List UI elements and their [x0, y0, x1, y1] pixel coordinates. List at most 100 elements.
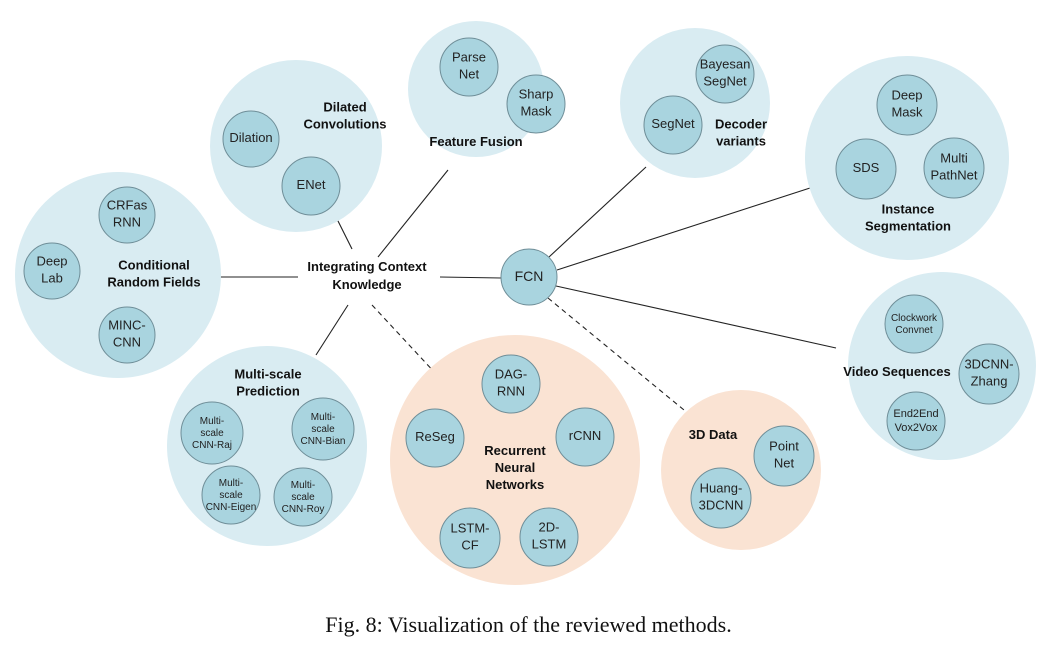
method-node-circle [695, 44, 755, 104]
method-node-circle [281, 156, 341, 216]
edge-fcn-decoder [548, 166, 647, 258]
method-node: Huang-3DCNN [690, 467, 752, 529]
edge-fcn-video [555, 285, 837, 349]
method-node-label: SegNet [651, 116, 695, 131]
method-node-circle [519, 507, 579, 567]
method-node-label: Dilation [229, 130, 272, 145]
figure-caption: Fig. 8: Visualization of the reviewed me… [325, 612, 732, 637]
group-title-fusion: Feature Fusion [429, 134, 522, 149]
method-node-circle [98, 306, 156, 364]
method-node-circle [23, 242, 81, 300]
method-node-label: LSTM-CF [451, 521, 490, 553]
method-node-label: SDS [853, 160, 880, 175]
method-node: MINC-CNN [98, 306, 156, 364]
method-node-circle [923, 137, 985, 199]
method-node-circle [439, 37, 499, 97]
edge-integrating-rnn [371, 304, 438, 376]
method-node-circle [201, 465, 261, 525]
method-node-label: ENet [297, 177, 326, 192]
method-node: LSTM-CF [439, 507, 501, 569]
method-node-circle [506, 74, 566, 134]
method-node-circle [690, 467, 752, 529]
fcn-circle [500, 248, 558, 306]
method-node-label: DAG-RNN [495, 367, 528, 399]
group-circle-crf [15, 172, 221, 378]
method-node-label: MINC-CNN [108, 318, 146, 350]
method-node-circle [876, 74, 938, 136]
method-node-circle [643, 95, 703, 155]
method-node-circle [291, 397, 355, 461]
edge-integrating-fcn [439, 276, 502, 279]
group-circle-instance [805, 56, 1009, 260]
method-node-circle [405, 408, 465, 468]
method-node: ReSeg [405, 408, 465, 468]
method-node: rCNN [555, 407, 615, 467]
method-node-circle [481, 354, 541, 414]
method-node: 3DCNN-Zhang [958, 343, 1020, 405]
method-node-circle [835, 138, 897, 200]
method-node-circle [439, 507, 501, 569]
method-node-label: rCNN [569, 428, 602, 443]
hub-fcn: FCN [500, 248, 558, 306]
method-node-circle [958, 343, 1020, 405]
method-node-circle [753, 425, 815, 487]
method-node-label: ReSeg [415, 429, 455, 444]
method-node-circle [180, 401, 244, 465]
method-node-circle [222, 110, 280, 168]
method-node: ENet [281, 156, 341, 216]
method-node-label: 2D-LSTM [532, 520, 567, 552]
method-node-circle [884, 294, 944, 354]
edge-integrating-fusion [377, 169, 449, 258]
edge-integrating-multiscale [315, 304, 349, 356]
method-node-label: 3DCNN-Zhang [964, 357, 1013, 389]
edge-fcn-instance [556, 187, 811, 271]
edge-integrating-dilated [336, 218, 353, 250]
method-node-circle [273, 467, 333, 527]
method-node-circle [886, 391, 946, 451]
group-title-video: Video Sequences [843, 364, 950, 379]
method-node: Dilation [222, 110, 280, 168]
